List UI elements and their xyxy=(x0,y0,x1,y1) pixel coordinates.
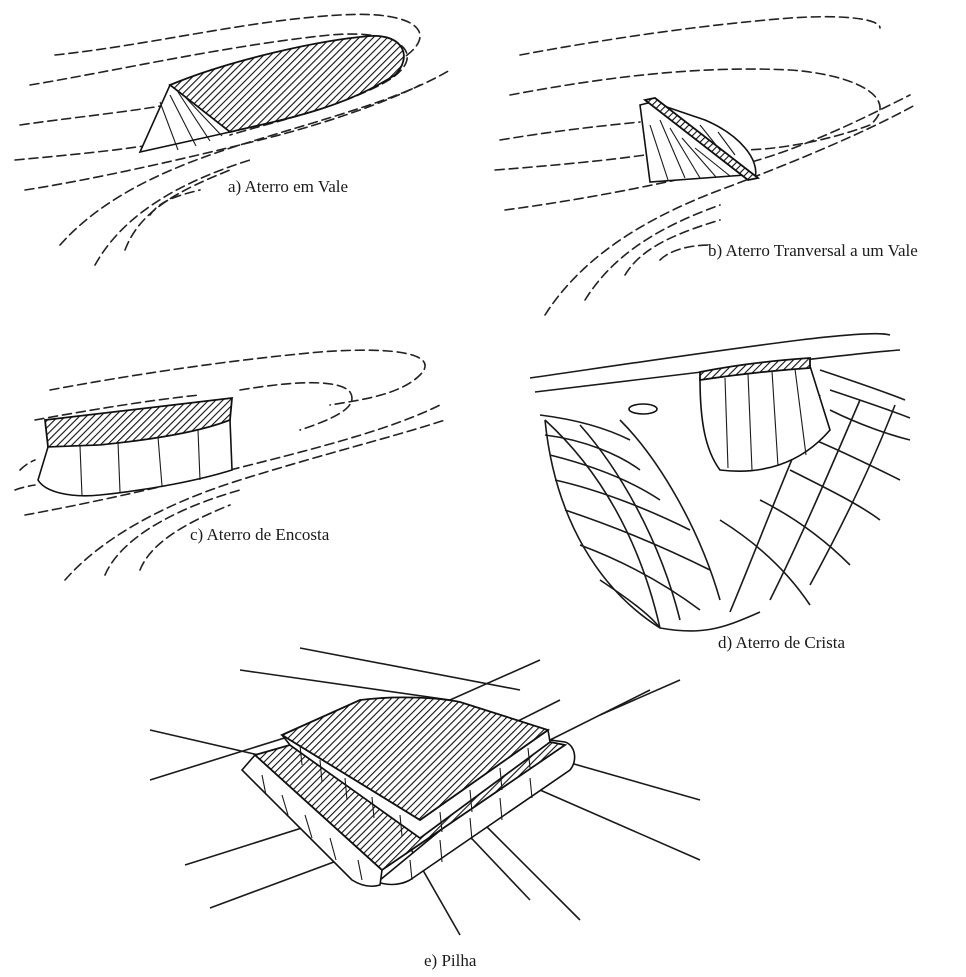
panel-c-hillside-fill xyxy=(15,350,445,580)
caption-stockpile: e) Pilha xyxy=(424,952,476,969)
panel-d-small-mound xyxy=(629,404,657,414)
panel-d-ridge-fill xyxy=(530,334,910,631)
caption-cross-valley-fill: b) Aterro Tranversal a um Vale xyxy=(708,242,918,259)
panel-d-fill-body xyxy=(700,366,830,471)
panel-a-valley-fill xyxy=(15,14,450,265)
caption-ridge-fill: d) Aterro de Crista xyxy=(718,634,845,651)
panel-b-cross-valley-fill xyxy=(495,17,915,315)
panel-e-stockpile xyxy=(150,648,700,935)
caption-hillside-fill: c) Aterro de Encosta xyxy=(190,526,329,543)
caption-valley-fill: a) Aterro em Vale xyxy=(228,178,348,195)
